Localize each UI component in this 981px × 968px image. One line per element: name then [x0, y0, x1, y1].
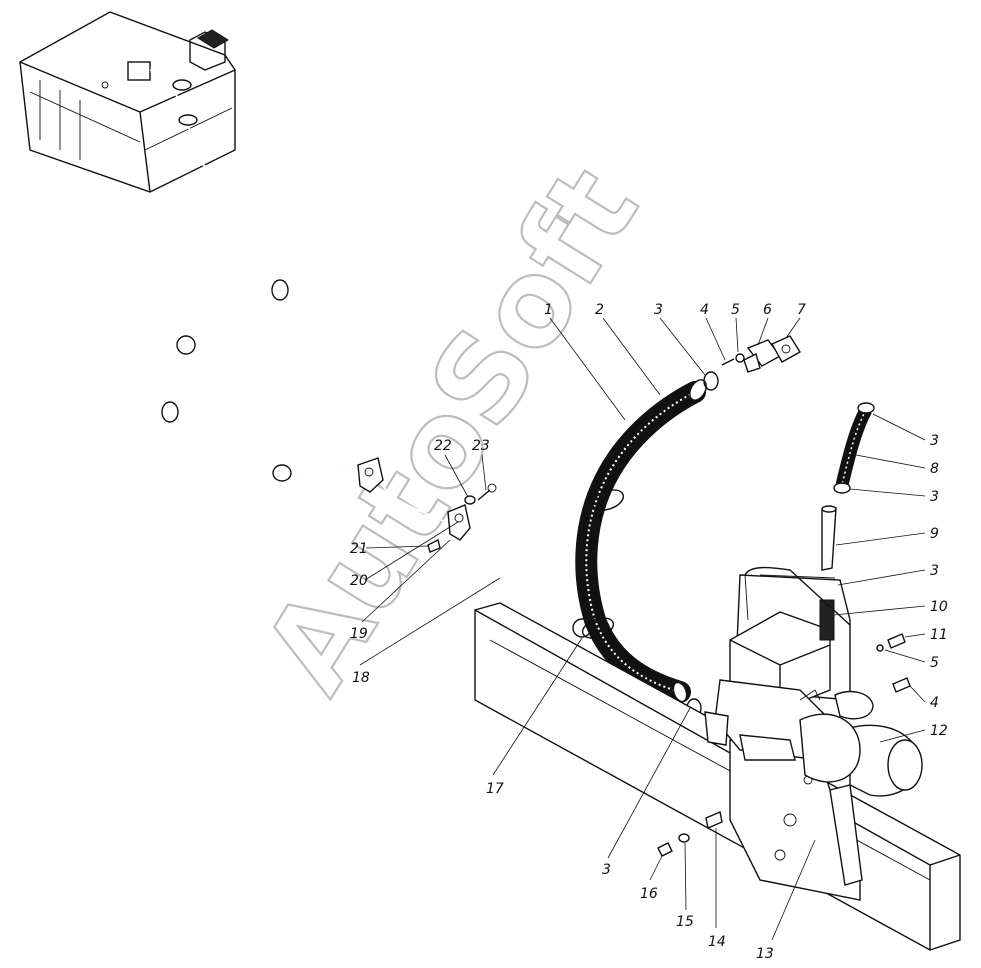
leader-lines: [359, 317, 926, 941]
callout-label: 3: [930, 433, 939, 449]
clamp-3-top: [703, 371, 719, 391]
line-bracket-upper: [357, 457, 384, 493]
callout-label: 4: [700, 302, 709, 318]
fuel-line: [145, 69, 721, 682]
callout-label: 3: [930, 563, 939, 579]
callout-label: 6: [763, 302, 772, 318]
nut-21: [427, 538, 441, 553]
callout-label: 20: [350, 573, 368, 589]
callout-label: 16: [640, 886, 658, 902]
washer-15: [678, 833, 690, 843]
inlet-hose-8: [833, 402, 875, 494]
callout-label: 17: [486, 781, 504, 797]
callout-label: 13: [756, 946, 774, 962]
callout-label: 3: [930, 489, 939, 505]
callout-labels: 1 2 3 4 5 6 7 3 8 3 9 3 10 11 5 4 12 13 …: [350, 302, 948, 962]
callout-label: 10: [930, 599, 948, 615]
gasket-7: [771, 335, 801, 363]
callout-label: 4: [930, 695, 939, 711]
callout-label: 5: [930, 655, 939, 671]
bolt-4-right: [892, 677, 911, 693]
callout-label: 9: [930, 526, 939, 542]
callout-label: 15: [676, 914, 694, 930]
washer-22: [464, 495, 476, 505]
heater-unit: [704, 566, 923, 797]
bolt-11: [887, 633, 906, 649]
nut-16: [657, 842, 673, 857]
bolt-14: [705, 811, 723, 829]
callout-label: 11: [930, 627, 948, 643]
callout-label: 18: [352, 670, 370, 686]
callout-label: 22: [434, 438, 452, 454]
bolt-23: [477, 483, 497, 501]
callout-label: 7: [797, 302, 806, 318]
callout-label: 21: [350, 541, 368, 557]
callout-label: 3: [654, 302, 663, 318]
callout-label: 3: [602, 862, 611, 878]
line-bracket-lower: [447, 504, 471, 541]
inlet-pipe-9: [821, 505, 837, 571]
callout-label: 8: [930, 461, 939, 477]
washer-5-right: [876, 644, 884, 652]
callout-label: 19: [350, 626, 368, 642]
callout-label: 5: [731, 302, 740, 318]
callout-label: 23: [472, 438, 490, 454]
screw-4-top: [721, 358, 735, 366]
washer-5-top: [735, 353, 745, 363]
callout-label: 12: [930, 723, 948, 739]
corrugated-hose: [575, 379, 707, 703]
callout-label: 14: [708, 934, 726, 950]
fuel-tank: [19, 11, 236, 193]
callout-label: 1: [544, 302, 553, 318]
callout-label: 2: [595, 302, 604, 318]
